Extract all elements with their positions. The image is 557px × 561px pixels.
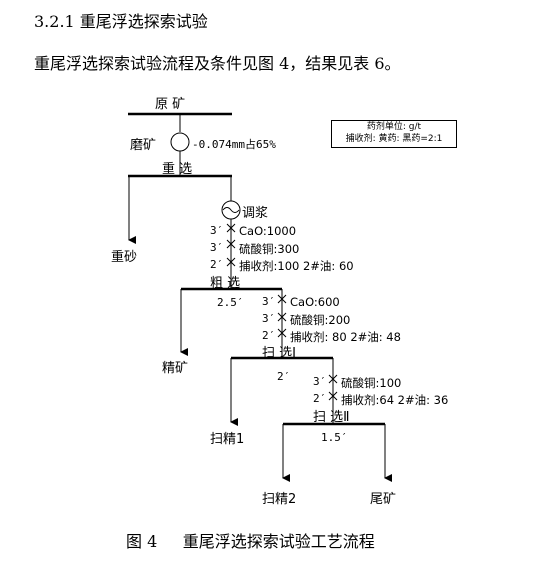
conditioner-impeller	[222, 207, 240, 213]
conditioning-label: 调浆	[242, 206, 269, 221]
scav2-reagent-time-2: 2′	[313, 392, 327, 405]
scav1-reagent-time-1: 3′	[262, 295, 276, 308]
rougher-time: 2.5′	[217, 296, 244, 309]
scav2-concentrate-label: 扫精2	[262, 492, 297, 507]
scavenger1-time: 2′	[277, 370, 291, 383]
rough-reagent-2: 硫酸铜:300	[239, 242, 300, 256]
scav1-reagent-time-3: 2′	[262, 329, 276, 342]
scav2-reagent-time-1: 3′	[313, 375, 327, 388]
rough-reagent-time-3: 2′	[210, 258, 224, 271]
legend-collector-line: 捕收剂: 黄药: 黑药=2:1	[345, 134, 443, 144]
tailings-label: 尾矿	[370, 492, 397, 507]
rougher-label: 粗 选	[210, 276, 241, 291]
rough-reagent-time-2: 3′	[210, 241, 224, 254]
heavy-sand-label: 重砂	[111, 250, 138, 265]
rough-reagent-time-1: 3′	[210, 224, 224, 237]
concentrate-label: 精矿	[162, 361, 189, 376]
reagent-legend: 药剂单位: g/t 捕收剂: 黄药: 黑药=2:1	[331, 120, 457, 148]
reagent-x-marks-scav1	[277, 294, 287, 338]
scav1-reagent-3: 捕收剂: 80 2#油: 48	[290, 330, 401, 344]
rough-reagent-3: 捕收剂:100 2#油: 60	[239, 259, 354, 273]
rough-reagent-1: CaO:1000	[239, 224, 297, 238]
section-heading: 3.2.1 重尾浮选探索试验	[34, 12, 208, 31]
grinding-mill-symbol	[170, 132, 190, 152]
scav1-reagent-1: CaO:600	[290, 295, 340, 309]
reagent-x-marks-rough	[226, 223, 236, 267]
scav2-reagent-2: 捕收剂:64 2#油: 36	[341, 393, 449, 407]
scavenger1-label: 扫 选Ⅰ	[262, 346, 296, 361]
scavenger2-label: 扫 选Ⅱ	[313, 410, 350, 425]
reagent-x-marks-scav2	[328, 374, 338, 401]
grinding-label: 磨矿	[130, 138, 157, 153]
scav1-concentrate-label: 扫精1	[210, 432, 245, 447]
figure-caption: 图 4 重尾浮选探索试验工艺流程	[126, 532, 375, 551]
scavenger2-time: 1.5′	[321, 431, 348, 444]
scav1-reagent-time-2: 3′	[262, 312, 276, 325]
intro-paragraph: 重尾浮选探索试验流程及条件见图 4，结果见表 6。	[34, 54, 401, 73]
scav1-reagent-2: 硫酸铜:200	[290, 313, 351, 327]
scav2-reagent-1: 硫酸铜:100	[341, 376, 402, 390]
feed-label: 原 矿	[155, 97, 186, 112]
grind-spec-label: -0.074mm占65%	[192, 138, 276, 151]
gravity-label: 重 选	[162, 162, 193, 177]
legend-unit-line: 药剂单位: g/t	[366, 122, 422, 132]
